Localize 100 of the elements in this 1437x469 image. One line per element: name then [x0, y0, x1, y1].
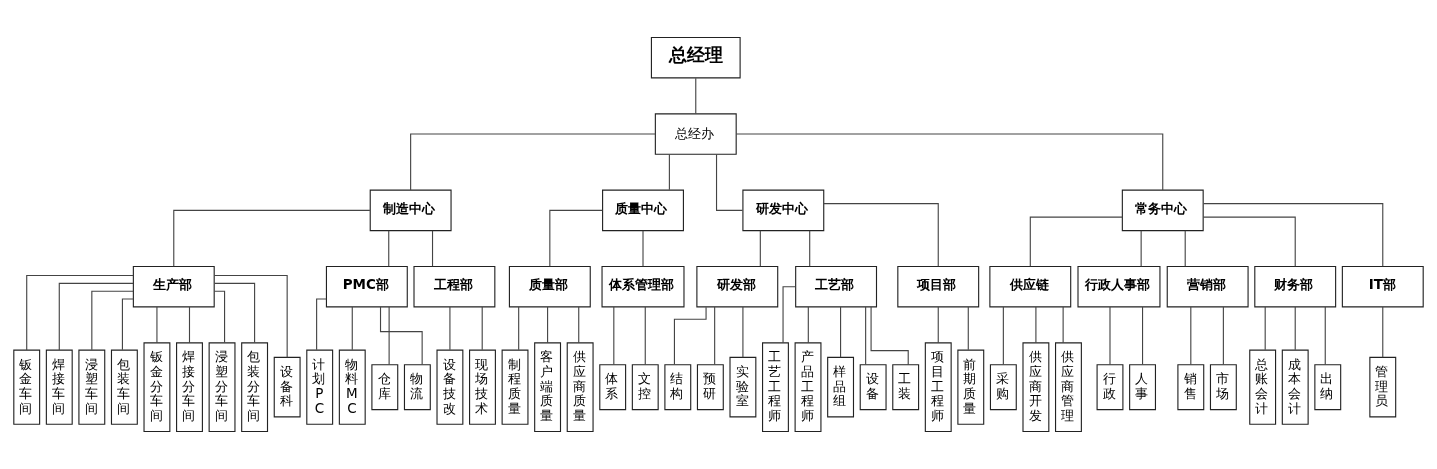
- connector: [870, 306, 909, 366]
- connector: [1035, 306, 1037, 344]
- node-box: 工艺部: [795, 265, 878, 308]
- node-box: 工装: [892, 364, 920, 411]
- node-box: 体系: [599, 364, 627, 411]
- node-box: 质量中心: [602, 189, 684, 232]
- node-box: 成本会计: [1281, 349, 1309, 425]
- connector: [1109, 306, 1111, 365]
- connector: [642, 230, 644, 267]
- connector: [213, 290, 226, 344]
- connector: [214, 282, 256, 344]
- connector: [937, 306, 939, 344]
- connector: [742, 306, 744, 358]
- connector: [449, 306, 451, 351]
- connector: [865, 306, 867, 365]
- connector: [644, 306, 646, 365]
- node-box: 实验室: [729, 356, 757, 418]
- node-box: 制程质量: [501, 349, 529, 425]
- connector: [1062, 306, 1064, 344]
- connector: [351, 306, 353, 351]
- node-box: 文控: [631, 364, 659, 411]
- connector: [759, 230, 761, 267]
- node-box: 工程部: [413, 265, 496, 308]
- connector: [1140, 230, 1142, 267]
- connector: [967, 306, 969, 351]
- connector: [668, 153, 670, 191]
- node-box: 结构: [664, 364, 692, 411]
- node-box: 销售: [1177, 364, 1205, 411]
- node-box: 设备科: [273, 356, 301, 418]
- connector: [1294, 306, 1296, 351]
- node-box: 钣金分车间: [143, 342, 171, 433]
- connector: [388, 306, 390, 365]
- node-box: 总经理: [650, 36, 741, 79]
- node-box: 计划PC: [306, 349, 334, 425]
- connector: [1190, 306, 1192, 365]
- connector: [1203, 203, 1384, 267]
- connector: [1142, 306, 1144, 365]
- connector: [547, 306, 549, 344]
- node-box: 常务中心: [1121, 189, 1204, 232]
- connector: [735, 133, 1164, 191]
- node-box: 预研: [696, 364, 724, 411]
- connector: [1222, 306, 1224, 365]
- node-box: 产品工程师: [794, 342, 822, 433]
- connector: [518, 306, 520, 351]
- connector: [782, 286, 796, 344]
- connector: [549, 209, 603, 267]
- node-box: 项目工程师: [924, 342, 952, 433]
- connector: [121, 298, 134, 351]
- node-box: 焊接分车间: [176, 342, 203, 433]
- connector: [173, 209, 371, 267]
- node-box: 样品组: [827, 356, 855, 418]
- node-box: 包装车间: [110, 349, 138, 425]
- node-box: PMC部: [325, 265, 408, 308]
- connector: [714, 306, 716, 365]
- connector: [431, 230, 434, 267]
- node-box: 体系管理部: [601, 265, 685, 308]
- connector: [410, 133, 656, 191]
- node-box: 制造中心: [369, 189, 452, 232]
- node-box: 行政: [1096, 364, 1124, 411]
- connector: [91, 290, 134, 351]
- connector: [673, 306, 707, 366]
- connector: [1264, 306, 1266, 351]
- node-box: 项目部: [897, 265, 980, 308]
- node-box: 供应链: [989, 265, 1072, 308]
- node-box: 浸塑车间: [78, 349, 106, 425]
- node-box: 总账会计: [1249, 349, 1277, 425]
- node-box: 行政人事部: [1077, 265, 1161, 308]
- node-box: 焊接车间: [45, 349, 73, 425]
- connector: [807, 306, 809, 344]
- connector: [823, 203, 939, 267]
- node-box: 包装分车间: [241, 342, 269, 433]
- node-box: 供应商开发: [1022, 342, 1050, 433]
- node-box: 物料MC: [338, 349, 366, 425]
- connector: [213, 274, 288, 358]
- node-box: 市场: [1209, 364, 1237, 411]
- node-box: 钣金车间: [13, 349, 41, 425]
- node-box: IT部: [1341, 265, 1424, 308]
- node-box: 供应商质量: [566, 342, 594, 433]
- connector: [1382, 306, 1384, 358]
- node-box: 出纳: [1314, 364, 1342, 411]
- node-box: 现场技术: [469, 349, 496, 425]
- node-box: 人事: [1129, 364, 1156, 411]
- node-box: 物流: [403, 364, 431, 411]
- node-box: 前期质量: [957, 349, 985, 425]
- connector: [388, 230, 390, 267]
- node-box: 设备: [859, 364, 887, 411]
- connector: [578, 306, 580, 344]
- node-box: 采购: [989, 364, 1017, 411]
- connector: [481, 306, 483, 351]
- connector: [1002, 306, 1004, 365]
- node-box: 营销部: [1166, 265, 1249, 308]
- connector: [58, 282, 134, 351]
- connector: [1202, 216, 1296, 267]
- connector: [1184, 230, 1186, 267]
- connector: [156, 306, 158, 344]
- connector: [840, 306, 842, 358]
- connector: [695, 77, 697, 115]
- connector: [188, 306, 191, 344]
- node-box: 工艺工程师: [762, 342, 789, 433]
- connector: [1029, 216, 1123, 267]
